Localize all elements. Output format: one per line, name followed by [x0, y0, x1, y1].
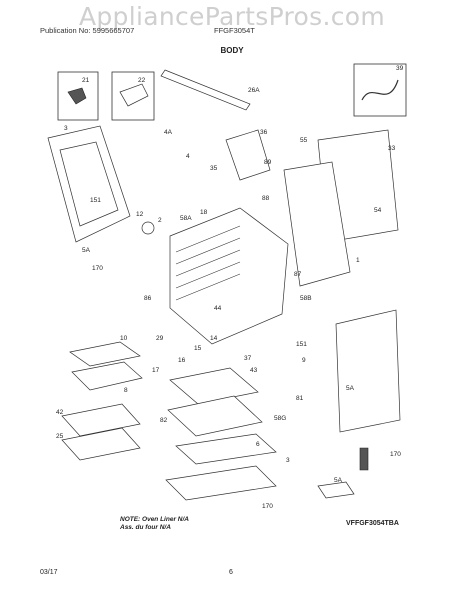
drawer-body — [167, 395, 263, 437]
callout-label: 6 — [256, 441, 260, 448]
callout-label: 86 — [144, 295, 152, 302]
callout-label: 58B — [300, 295, 312, 302]
callout-label: 8 — [124, 387, 128, 394]
callout-label: 37 — [244, 355, 252, 362]
callout-label: 5A — [346, 385, 355, 392]
callout-label: 12 — [136, 211, 144, 218]
callout-label: 9 — [302, 357, 306, 364]
callout-label: 39 — [396, 65, 404, 72]
door-frame-right — [335, 309, 401, 433]
part-22 — [119, 83, 149, 107]
callout-label: 15 — [194, 345, 202, 352]
model-number: FFGF3054T — [214, 26, 255, 35]
door-glass-left — [59, 141, 119, 227]
diagram-code: VFFGF3054TBA — [346, 520, 399, 527]
callout-label: 29 — [156, 335, 164, 342]
callout-label: 87 — [294, 271, 302, 278]
callout-label: 151 — [296, 341, 307, 348]
callout-label: 25 — [56, 433, 64, 440]
inset-box-21 — [57, 71, 99, 121]
callout-label: 89 — [264, 159, 272, 166]
watermark: AppliancePartsPros.com — [78, 2, 386, 31]
callout-label: 2 — [158, 217, 162, 224]
part-26a — [160, 69, 251, 111]
callout-label: 10 — [120, 335, 128, 342]
part-12 — [141, 221, 155, 235]
oven-rack-2 — [61, 427, 141, 461]
callout-label: 21 — [82, 77, 90, 84]
inset-box-22 — [111, 71, 155, 121]
footer-date: 03/17 — [40, 569, 58, 576]
inset-box-39 — [353, 63, 407, 117]
callout-labels: 21 22 26A 39 3 4A 36 4 89 35 88 55 33 15… — [56, 65, 404, 510]
callout-label: 43 — [250, 367, 258, 374]
broiler-pan — [71, 361, 143, 391]
part-25 — [165, 465, 277, 501]
callout-label: 36 — [260, 129, 268, 136]
callout-label: 58G — [274, 415, 286, 422]
callout-label: 82 — [160, 417, 168, 424]
callout-label: 26A — [248, 87, 260, 94]
callout-label: 88 — [262, 195, 270, 202]
note-line-1: NOTE: Oven Liner N/A — [120, 516, 189, 523]
callout-label: 35 — [210, 165, 218, 172]
drawer-liner — [169, 367, 259, 405]
oven-cavity — [169, 207, 289, 345]
callout-label: 5A — [334, 477, 343, 484]
callout-label: 1 — [356, 257, 360, 264]
callout-label: 17 — [152, 367, 160, 374]
callout-label: 42 — [56, 409, 64, 416]
oven-rack-1 — [61, 403, 141, 437]
publication-number: Publication No: 5995665707 — [40, 26, 135, 35]
callout-label: 3 — [64, 125, 68, 132]
callout-label: 54 — [374, 207, 382, 214]
callout-label: 3 — [286, 457, 290, 464]
part-36 — [225, 129, 271, 181]
callout-label: 55 — [300, 137, 308, 144]
callout-label: 18 — [200, 209, 208, 216]
part-5a-lower — [359, 447, 369, 471]
drawer-bottom — [175, 433, 277, 465]
section-title: BODY — [220, 46, 244, 55]
callout-label: 4 — [186, 153, 190, 160]
cavity-ribs — [175, 225, 241, 301]
callout-label: 22 — [138, 77, 146, 84]
callout-label: 170 — [262, 503, 273, 510]
page-number: 6 — [229, 569, 233, 576]
callout-label: 33 — [388, 145, 396, 152]
callout-label: 4A — [164, 129, 173, 136]
callout-label: 81 — [296, 395, 304, 402]
callout-label: 170 — [390, 451, 401, 458]
callout-label: 16 — [178, 357, 186, 364]
note-line-2: Ass. du four N/A — [120, 524, 171, 531]
callout-label: 170 — [92, 265, 103, 272]
part-21 — [67, 87, 87, 105]
callout-label: 14 — [210, 335, 218, 342]
part-39-wire — [361, 79, 399, 101]
part-5a-bracket — [317, 481, 355, 499]
callout-label: 5A — [82, 247, 91, 254]
callout-label: 58A — [180, 215, 192, 222]
note: NOTE: Oven Liner N/A Ass. du four N/A — [120, 516, 189, 532]
broiler-pan-top — [69, 341, 141, 367]
callout-label: 151 — [90, 197, 101, 204]
callout-label: 44 — [214, 305, 222, 312]
side-panel — [283, 161, 351, 287]
